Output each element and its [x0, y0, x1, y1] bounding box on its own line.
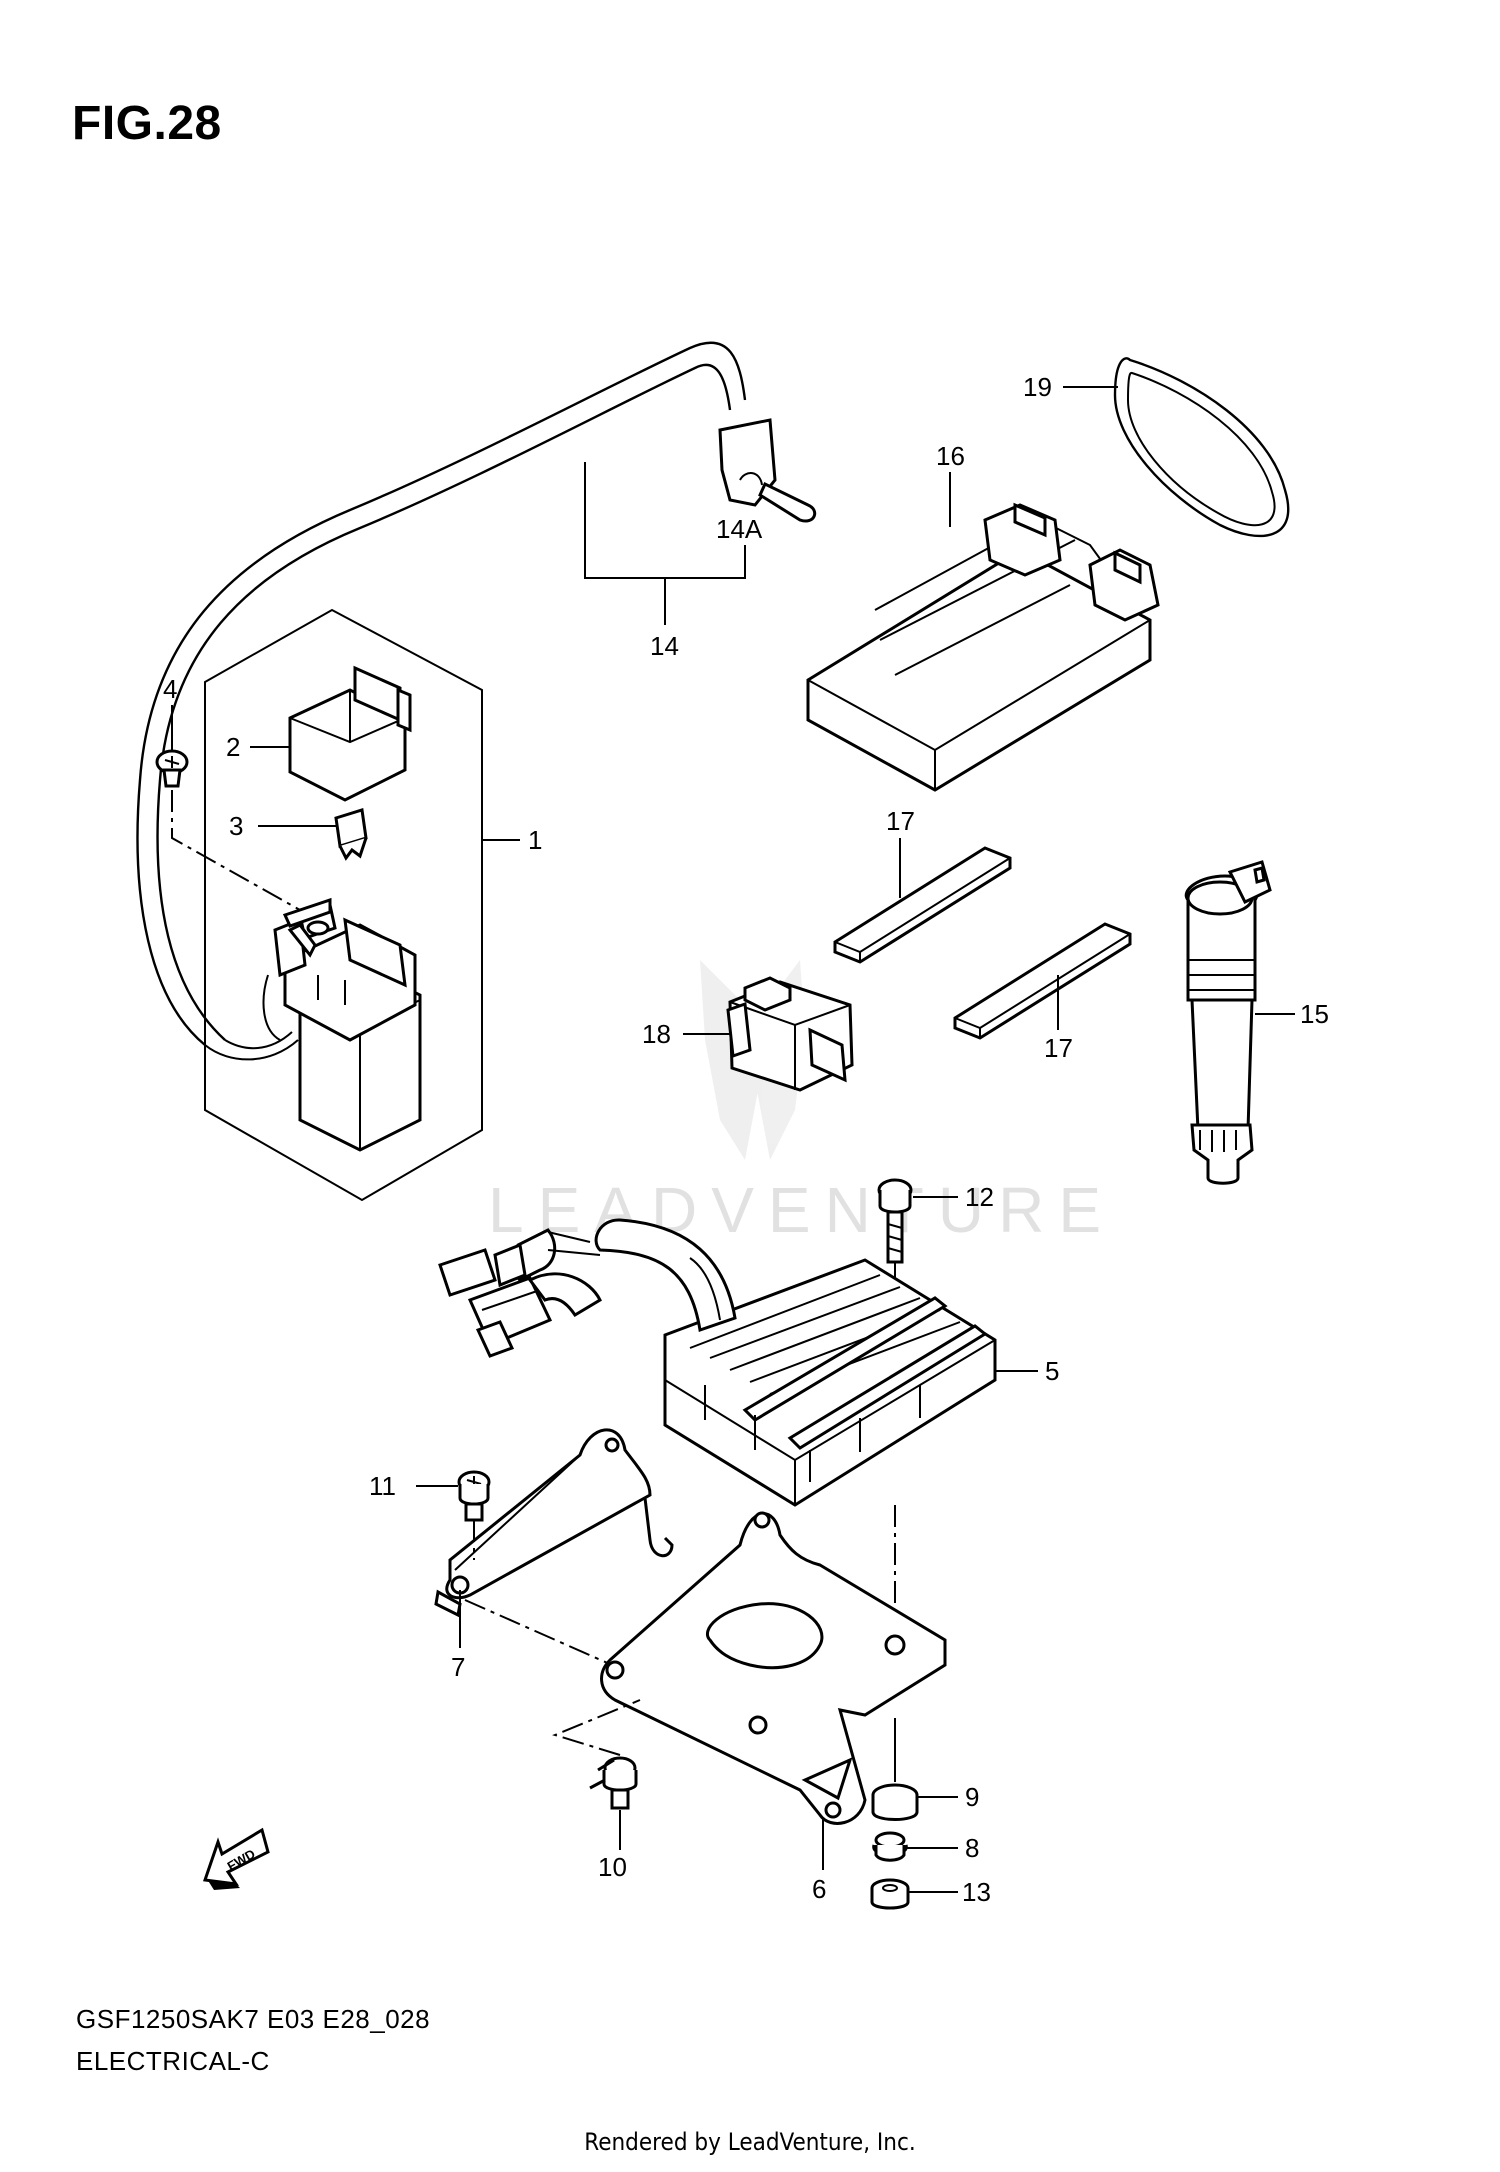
- callout-4[interactable]: 4: [163, 674, 177, 704]
- watermark-text: LEADVENTURE: [488, 1174, 1115, 1246]
- bracket-part-7[interactable]: [434, 1428, 674, 1618]
- cushion-part[interactable]: [871, 1783, 919, 1821]
- pad-part-lower[interactable]: [953, 922, 1132, 1040]
- relay-part[interactable]: [726, 976, 854, 1092]
- callout-18[interactable]: 18: [642, 1019, 671, 1049]
- regulator-rectifier-part[interactable]: [438, 1218, 997, 1507]
- relay-cap-part[interactable]: [288, 665, 412, 802]
- screw-part[interactable]: [155, 749, 189, 788]
- callout-2[interactable]: 2: [226, 732, 240, 762]
- pad-part-upper[interactable]: [833, 846, 1012, 964]
- fuse-part[interactable]: [334, 808, 368, 861]
- callout-17-upper[interactable]: 17: [886, 806, 915, 836]
- ignition-coil-part[interactable]: [1184, 860, 1272, 1185]
- relay-assembly-box: [204, 608, 483, 1202]
- callout-3[interactable]: 3: [229, 811, 243, 841]
- callout-9[interactable]: 9: [965, 1782, 979, 1812]
- figure-title: FIG.28: [72, 97, 222, 150]
- model-code: GSF1250SAK7 E03 E28_028: [76, 2004, 431, 2034]
- regulator-bracket-part[interactable]: [600, 1511, 947, 1825]
- callout-19[interactable]: 19: [1023, 372, 1052, 402]
- callout-16[interactable]: 16: [936, 441, 965, 471]
- callout-labels: 1 2 3 4 5 6 7 8 9 10 11 12 13 14 14A 15 …: [163, 372, 1329, 1907]
- callout-14[interactable]: 14: [650, 631, 679, 661]
- callout-6[interactable]: 6: [812, 1874, 826, 1904]
- callout-15[interactable]: 15: [1300, 999, 1329, 1029]
- callout-12[interactable]: 12: [965, 1182, 994, 1212]
- callout-10[interactable]: 10: [598, 1852, 627, 1882]
- fwd-arrow-icon: FWD: [202, 1827, 270, 1890]
- collar-part[interactable]: [872, 1831, 908, 1862]
- rendered-by-credit: Rendered by LeadVenture, Inc.: [584, 2128, 916, 2156]
- callout-8[interactable]: 8: [965, 1833, 979, 1863]
- callout-17-lower[interactable]: 17: [1044, 1033, 1073, 1063]
- nut-part[interactable]: [870, 1878, 910, 1910]
- callout-11[interactable]: 11: [369, 1471, 396, 1501]
- bolt-part-10[interactable]: [589, 1756, 638, 1810]
- band-part[interactable]: [1113, 357, 1290, 538]
- callout-14a[interactable]: 14A: [716, 514, 763, 544]
- starter-relay-part[interactable]: [262, 897, 422, 1152]
- bolt-part-11[interactable]: [457, 1470, 491, 1522]
- wire-assembly-part[interactable]: [136, 341, 817, 1061]
- callout-1[interactable]: 1: [528, 825, 542, 855]
- callout-5[interactable]: 5: [1045, 1356, 1059, 1386]
- bolt-part-12[interactable]: [877, 1178, 913, 1264]
- ecm-part[interactable]: [806, 502, 1160, 792]
- callout-7[interactable]: 7: [451, 1652, 465, 1682]
- section-name: ELECTRICAL-C: [76, 2046, 270, 2076]
- callout-13[interactable]: 13: [962, 1877, 991, 1907]
